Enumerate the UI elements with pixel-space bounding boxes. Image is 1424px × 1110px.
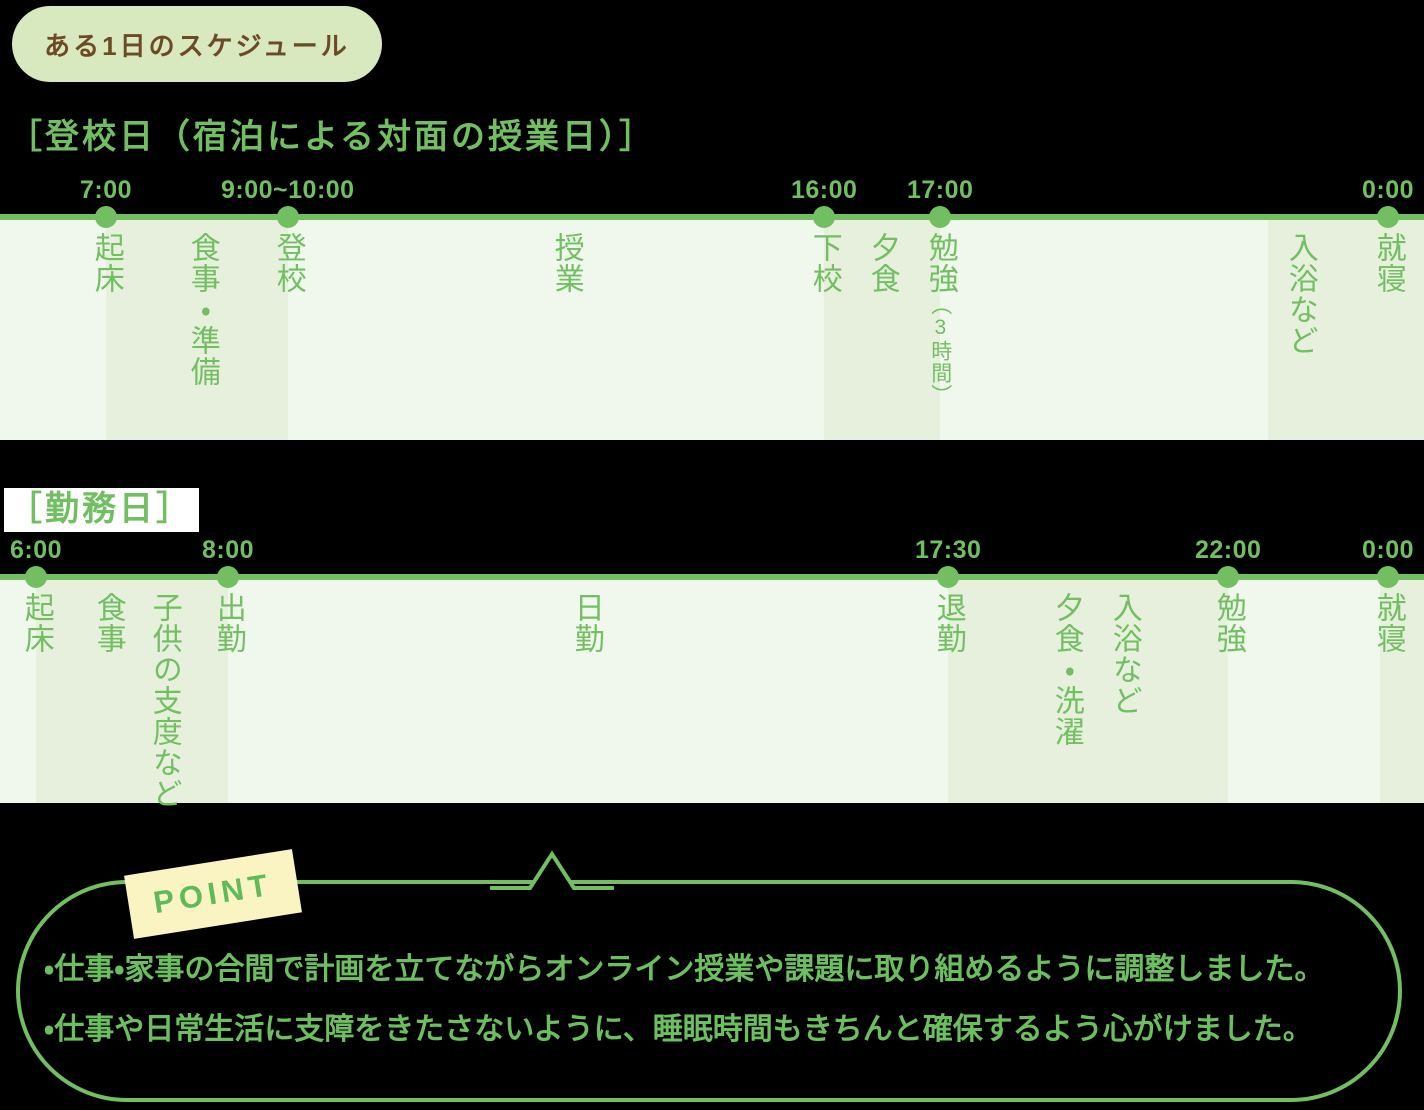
activity-text: 勉強: [1211, 592, 1245, 654]
timeline-activity-label: 登校: [271, 232, 305, 294]
activity-text: 日勤: [569, 592, 603, 654]
point-bullet-1: ・仕事・家事の合間で計画を立てながらオンライン授業や課題に取り組めるように調整し…: [44, 953, 1325, 986]
timeline-tick-dot: [937, 566, 959, 588]
point-callout-box: [16, 880, 1402, 1102]
timeline-activity-label: 就寝: [1371, 592, 1405, 654]
timeline-bands: [0, 580, 1424, 803]
timeline-band: [36, 580, 228, 803]
activity-text: 夕食: [865, 232, 899, 294]
timeline-activity-label: 起床: [19, 592, 53, 654]
timeline-tick-dot: [1377, 566, 1399, 588]
timeline-activity-label: 就寝: [1371, 232, 1405, 294]
timeline-school-day: 7:00 9:00~10:00 16:00 17:00 0:00 起床 食事・準備 登校 授業…: [0, 178, 1424, 440]
timeline-tick-dot: [1217, 566, 1239, 588]
timeline-activity-label: 退勤: [931, 592, 965, 654]
timeline-activity-label: 入浴など: [1283, 232, 1317, 356]
timeline-band: [288, 220, 824, 440]
timeline-bands: [0, 220, 1424, 440]
page-title-badge: ある1日のスケジュール: [12, 6, 382, 82]
activity-text: 食事: [91, 592, 125, 654]
activity-text: 起床: [89, 232, 123, 294]
timeline-band: [0, 580, 36, 803]
timeline-tick-dot: [25, 566, 47, 588]
activity-text: 授業: [549, 232, 583, 294]
timeline-activity-label: 起床: [89, 232, 123, 294]
activity-text: 入浴など: [1107, 592, 1141, 716]
activity-text: 勉強: [923, 232, 957, 294]
activity-text: 食事・準備: [185, 232, 219, 387]
timeline-tick-label: 17:00: [907, 176, 974, 204]
activity-text: 下校: [807, 232, 841, 294]
activity-text: 就寝: [1371, 592, 1405, 654]
timeline-band: [824, 220, 940, 440]
timeline-axis-line: [0, 214, 1424, 220]
activity-note: （3時間）: [928, 294, 952, 406]
section-heading-work-day: ［勤務日］: [4, 488, 199, 532]
timeline-activity-label: 出勤: [211, 592, 245, 654]
timeline-tick-label: 16:00: [791, 176, 858, 204]
section-heading-school-day: ［登校日（宿泊による対面の授業日）］: [8, 118, 656, 156]
activity-text: 出勤: [211, 592, 245, 654]
activity-text: 夕食・洗濯: [1049, 592, 1083, 747]
timeline-tick-dot: [929, 206, 951, 228]
timeline-activity-label: 夕食・洗濯: [1049, 592, 1083, 747]
timeline-tick-label: 8:00: [202, 536, 255, 564]
timeline-activity-label: 夕食: [865, 232, 899, 294]
page-title-text: ある1日のスケジュール: [44, 30, 350, 61]
point-tag-text: POINT: [151, 866, 275, 921]
activity-text: 起床: [19, 592, 53, 654]
timeline-activity-label: 食事・準備: [185, 232, 219, 387]
timeline-activity-label: 授業: [549, 232, 583, 294]
activity-text: 退勤: [931, 592, 965, 654]
timeline-tick-dot: [95, 206, 117, 228]
timeline-activity-label: 子供の支度など: [147, 592, 181, 809]
timeline-band: [0, 220, 106, 440]
timeline-activity-label: 食事: [91, 592, 125, 654]
timeline-activity-label: 入浴など: [1107, 592, 1141, 716]
activity-text: 登校: [271, 232, 305, 294]
timeline-band: [1268, 220, 1424, 440]
timeline-tick-label: 22:00: [1195, 536, 1262, 564]
timeline-tick-label: 6:00: [10, 536, 63, 564]
timeline-activity-label: 勉強: [1211, 592, 1245, 654]
timeline-tick-dot: [813, 206, 835, 228]
timeline-work-day: 6:00 8:00 17:30 22:00 0:00 起床食事子供の支度など出勤 日勤 退勤…: [0, 536, 1424, 809]
timeline-activity-label: 勉強（3時間）: [923, 232, 957, 406]
activity-text: 就寝: [1371, 232, 1405, 294]
timeline-tick-label: 17:30: [915, 536, 982, 564]
timeline-band: [948, 580, 1228, 803]
timeline-band: [1228, 580, 1380, 803]
timeline-tick-label: 7:00: [80, 176, 133, 204]
timeline-tick-label: 0:00: [1362, 176, 1415, 204]
activity-text: 入浴など: [1283, 232, 1317, 356]
timeline-axis-line: [0, 574, 1424, 580]
activity-text: 子供の支度など: [147, 592, 181, 809]
timeline-tick-dot: [217, 566, 239, 588]
timeline-band: [940, 220, 1268, 440]
timeline-activity-label: 下校: [807, 232, 841, 294]
timeline-tick-label: 0:00: [1362, 536, 1415, 564]
timeline-band: [228, 580, 948, 803]
point-bullet-2: ・仕事や日常生活に支障をきたさないように、睡眠時間もきちんと確保するよう心がけま…: [44, 1013, 1313, 1046]
timeline-tick-dot: [1377, 206, 1399, 228]
timeline-band: [1380, 580, 1424, 803]
timeline-activity-label: 日勤: [569, 592, 603, 654]
timeline-tick-dot: [277, 206, 299, 228]
timeline-band: [106, 220, 288, 440]
timeline-tick-label: 9:00~10:00: [221, 176, 355, 204]
